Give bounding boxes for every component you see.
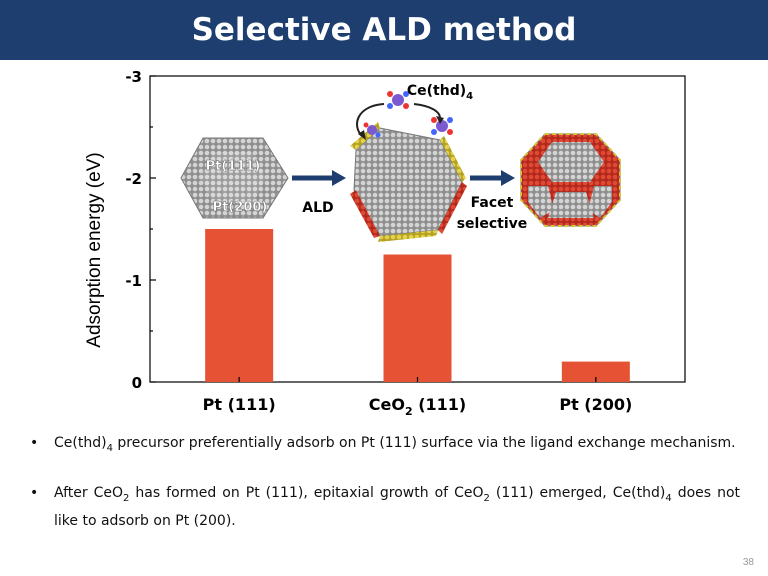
- facet-selective-label-line2: selective: [457, 216, 528, 232]
- y-axis-ticks: 0 -1 -2 -3: [125, 68, 156, 392]
- bar: [561, 361, 630, 382]
- precursor-label: Ce(thd)4: [407, 83, 473, 102]
- facet-selective-arrow: Facet selective: [457, 170, 528, 232]
- precursor-molecule-icon: [363, 122, 381, 138]
- x-axis-labels: Pt (111) CeO2 (111) Pt (200): [203, 377, 632, 418]
- x-tick-label: Pt (111): [203, 395, 276, 414]
- x-tick-label: Pt (200): [559, 395, 632, 414]
- precursor-molecule-icon: [431, 117, 453, 135]
- bullet-item: •Ce(thd)4 precursor preferentially adsor…: [30, 435, 736, 454]
- ald-step-label: ALD: [302, 200, 333, 216]
- slide-title: Selective ALD method: [191, 12, 577, 48]
- bullet-list: •Ce(thd)4 precursor preferentially adsor…: [28, 432, 740, 533]
- precursor-molecule-icon: [387, 91, 409, 109]
- pt111-facet-label: Pt(111): [206, 159, 261, 174]
- y-tick-label: 0: [132, 374, 142, 392]
- pt200-facet-label: Pt(200): [213, 200, 268, 215]
- selective-particle-illustration: [520, 133, 621, 227]
- pt-nanoparticle-illustration: Pt(111) Pt(200): [180, 137, 289, 219]
- bullet-text: After CeO2 has formed on Pt (111), epita…: [54, 484, 740, 529]
- bars: [205, 229, 630, 382]
- x-tick-label: CeO2 (111): [369, 395, 466, 418]
- bullet-item: •After CeO2 has formed on Pt (111), epit…: [30, 484, 740, 529]
- bar: [383, 254, 452, 382]
- bullet-text: Ce(thd)4 precursor preferentially adsorb…: [54, 435, 736, 454]
- ceo2-coated-particle-illustration: Ce(thd)4: [350, 83, 473, 242]
- ald-arrow: ALD: [292, 170, 346, 216]
- page-number: 38: [742, 557, 754, 568]
- y-tick-label: -2: [125, 170, 142, 188]
- y-axis-label: Adsorption energy (eV): [84, 152, 105, 347]
- y-tick-label: -3: [125, 68, 142, 86]
- adsorption-energy-chart: 0 -1 -2 -3 Pt (111) CeO2 (111) Pt (200) Adsor…: [84, 68, 686, 418]
- y-tick-label: -1: [125, 272, 142, 290]
- bar: [205, 229, 274, 382]
- title-bar: Selective ALD method: [0, 0, 768, 60]
- facet-selective-label-line1: Facet: [471, 195, 514, 211]
